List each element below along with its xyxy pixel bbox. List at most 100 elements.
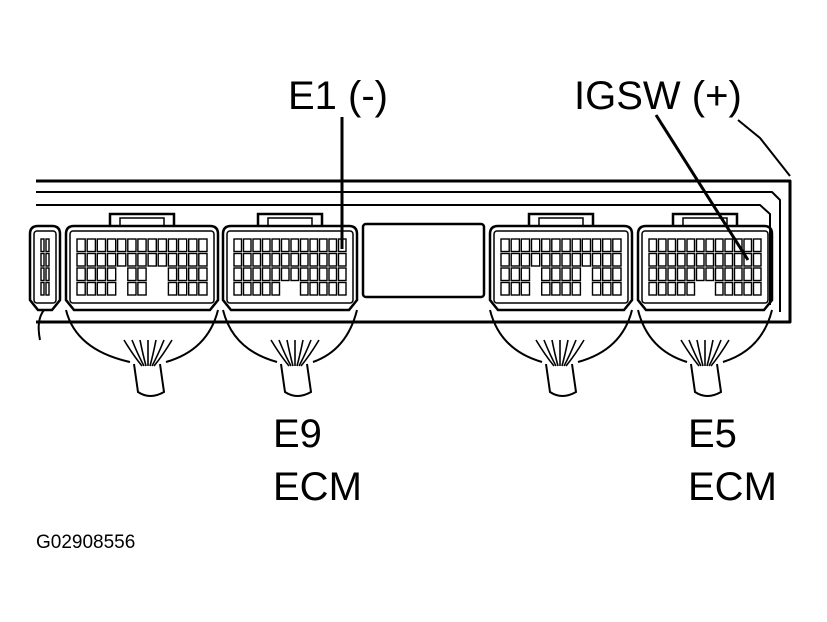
wire-bundle xyxy=(133,363,166,397)
connector-pin xyxy=(591,252,602,267)
connector-pin xyxy=(561,267,571,282)
connector-pin xyxy=(318,267,328,282)
connector-pin xyxy=(686,267,696,282)
connector-pin xyxy=(686,281,696,296)
connector-pin xyxy=(127,252,137,267)
connector-pin xyxy=(612,267,622,282)
connector-pin xyxy=(116,252,127,267)
wire-strand xyxy=(710,339,730,367)
connector-pin xyxy=(667,252,677,267)
connector-pin xyxy=(541,281,551,296)
connector-pin xyxy=(591,281,602,296)
connector-pin xyxy=(686,238,696,253)
connector-pin xyxy=(648,281,658,296)
connector-pin xyxy=(724,238,734,253)
connector-pin xyxy=(233,252,243,267)
connector-pin xyxy=(252,281,262,296)
connector-pin xyxy=(591,238,602,253)
connector-pin xyxy=(127,281,137,296)
connector-pin xyxy=(500,267,510,282)
connector-pin xyxy=(733,238,743,253)
connector-pin xyxy=(280,238,290,253)
connector-pin xyxy=(147,238,158,253)
connector-pin xyxy=(40,267,45,282)
connector-pin xyxy=(724,281,734,296)
wire-strand xyxy=(131,339,145,367)
connector-pin xyxy=(602,281,612,296)
connector-pin xyxy=(657,267,667,282)
connector-pin xyxy=(612,252,622,267)
connector-pin xyxy=(157,252,168,267)
harness-wrap-left xyxy=(65,309,131,363)
connector-pin xyxy=(561,281,571,296)
connector-pin xyxy=(280,267,290,282)
wire-strand xyxy=(561,339,569,367)
connector-pin xyxy=(714,238,724,253)
connector-pin xyxy=(551,281,561,296)
connector-pin xyxy=(167,252,178,267)
connector-pin xyxy=(541,238,551,253)
harness-wrap-left xyxy=(222,309,278,363)
wire-strand xyxy=(706,339,714,367)
connector-pin xyxy=(328,267,338,282)
connector-pin xyxy=(571,267,582,282)
connector-pin xyxy=(541,267,551,282)
connector-pin xyxy=(45,252,50,267)
connector-pin xyxy=(318,252,328,267)
connector-pin xyxy=(667,281,677,296)
e9-connector-name: ECM xyxy=(273,465,362,509)
connector-pin xyxy=(45,281,50,296)
connector-pin xyxy=(271,252,281,267)
connector-pin xyxy=(551,252,561,267)
connector-pin xyxy=(551,267,561,282)
connector-pin xyxy=(233,281,243,296)
connector-pin xyxy=(261,252,271,267)
connector-pin xyxy=(290,267,300,282)
wire-strand xyxy=(296,339,304,367)
connector-pin xyxy=(733,281,743,296)
wire-bundle xyxy=(545,363,578,397)
connector-pin xyxy=(242,267,252,282)
connector-pin xyxy=(714,281,724,296)
connector-pin xyxy=(571,281,582,296)
connector-pin xyxy=(743,238,753,253)
connector-pin xyxy=(581,252,592,267)
connector-pin xyxy=(602,238,612,253)
connector-pin xyxy=(500,238,510,253)
connector-pin xyxy=(648,267,658,282)
wire-harnesses xyxy=(37,309,773,397)
connector-pin xyxy=(187,267,198,282)
connector-inner-frame xyxy=(641,230,769,304)
connector-pin xyxy=(510,281,521,296)
harness-wrap-left xyxy=(637,309,688,363)
connector-pin xyxy=(695,252,705,267)
connector-pin xyxy=(328,281,338,296)
connector-pin xyxy=(714,267,724,282)
igsw-terminal-label: IGSW (+) xyxy=(574,74,742,118)
connector-pin xyxy=(705,252,715,267)
connector-pin xyxy=(106,267,117,282)
harness-wrap-right xyxy=(577,309,633,363)
connector-pin xyxy=(676,252,686,267)
connector-pin xyxy=(106,252,117,267)
connector-pin xyxy=(261,267,271,282)
connector-pin xyxy=(271,238,281,253)
connector-pin xyxy=(137,238,147,253)
connector-pin xyxy=(40,252,45,267)
connector-latch xyxy=(256,212,324,226)
connector-pin xyxy=(743,281,753,296)
connector-pin xyxy=(290,252,300,267)
connector-pin xyxy=(743,267,753,282)
connector-pin xyxy=(40,281,45,296)
connector-pin xyxy=(242,252,252,267)
connector-pin xyxy=(705,238,715,253)
connector-inner-frame xyxy=(493,230,629,304)
connector-pin xyxy=(667,238,677,253)
connector-e9-right xyxy=(221,212,359,312)
connector-pin xyxy=(657,252,667,267)
harness-wrap-right xyxy=(312,309,358,363)
connector-pin xyxy=(106,281,117,296)
connector-pin xyxy=(261,281,271,296)
igsw-leader-line xyxy=(654,114,750,261)
connector-pin xyxy=(561,252,571,267)
